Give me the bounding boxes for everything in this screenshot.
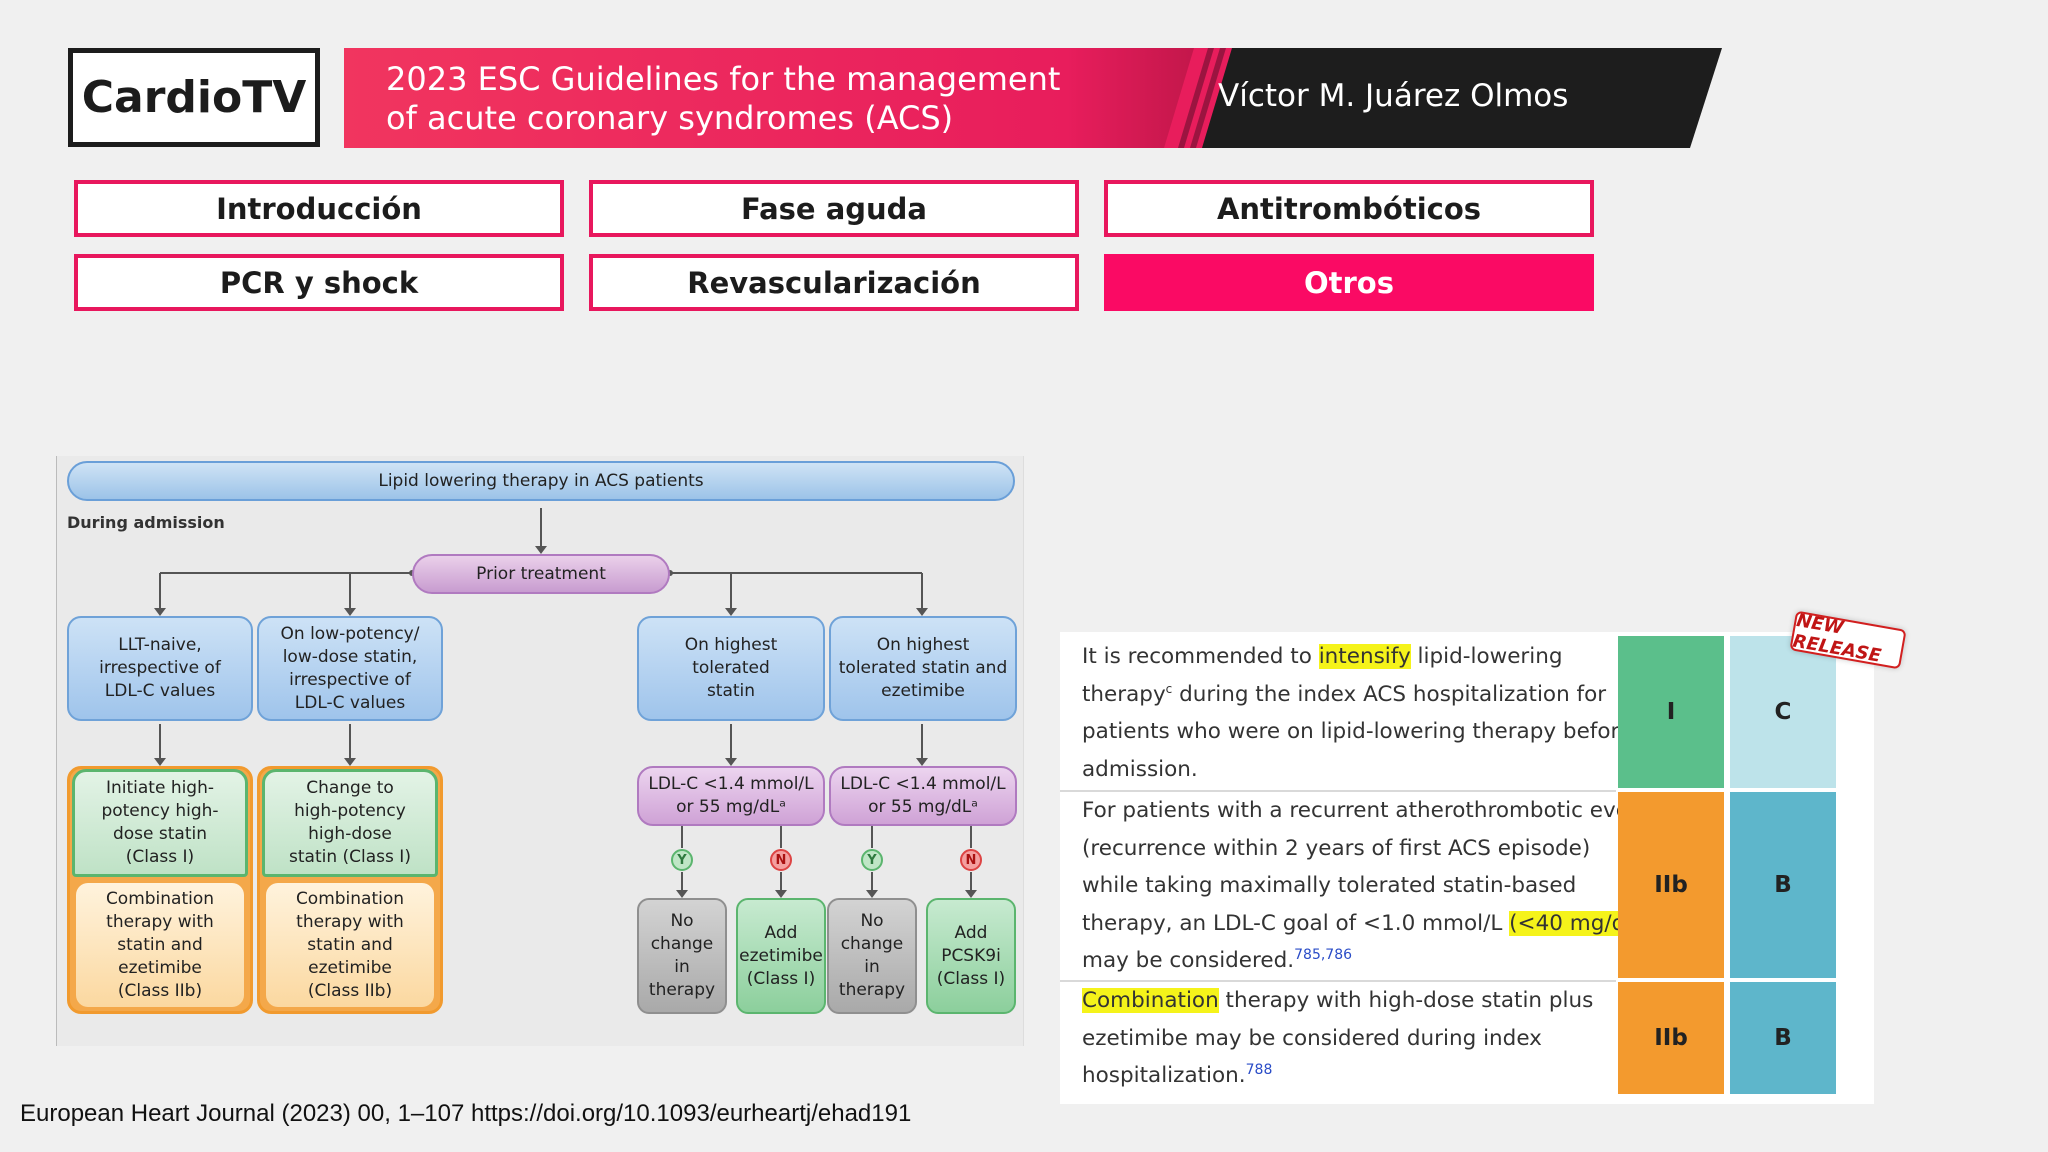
title-line-1: 2023 ESC Guidelines for the management	[386, 60, 1061, 98]
nav-button-antitromboticos[interactable]: Antitrombóticos	[1104, 180, 1594, 237]
no-marker-2: N	[960, 849, 982, 871]
nav-button-revascularizacion[interactable]: Revascularización	[589, 254, 1079, 311]
naive-action-group: Initiate high-potency high-dose statin (…	[67, 766, 253, 1014]
title-banner: 2023 ESC Guidelines for the management o…	[344, 48, 1722, 148]
level-cell-2: B	[1730, 792, 1836, 978]
combination-therapy-node-2: Combination therapy with statin and ezet…	[266, 883, 434, 1007]
rec3-text-end: therapy with high-dose statin plus ezeti…	[1082, 988, 1594, 1088]
citation-footer: European Heart Journal (2023) 00, 1–107 …	[20, 1100, 912, 1127]
rec2-text-end: may be considered.	[1082, 948, 1295, 973]
add-pcsk9i-node: Add PCSK9i (Class I)	[926, 898, 1016, 1014]
recommendation-row-1: It is recommended to intensify lipid-low…	[1060, 632, 1874, 788]
rec3-highlight: Combination	[1082, 988, 1219, 1013]
ldl-target-node-1: LDL-C <1.4 mmol/L or 55 mg/dLᵃ	[637, 766, 825, 826]
presentation-title: 2023 ESC Guidelines for the management o…	[386, 60, 1166, 138]
change-statin-node: Change to high-potency high-dose statin …	[262, 769, 438, 877]
class-cell-3: IIb	[1618, 982, 1724, 1094]
class-cell-1: I	[1618, 636, 1724, 788]
add-ezetimibe-node: Add ezetimibe (Class I)	[736, 898, 826, 1014]
no-change-node-2: No change in therapy	[827, 898, 917, 1014]
llt-naive-node: LLT-naive, irrespective of LDL-C values	[67, 616, 253, 721]
ldl-target-node-2: LDL-C <1.4 mmol/L or 55 mg/dLᵃ	[829, 766, 1017, 826]
during-admission-label: During admission	[67, 513, 225, 532]
title-banner-shape	[344, 48, 1722, 148]
lipid-therapy-flowchart: Lipid lowering therapy in ACS patients D…	[56, 456, 1024, 1046]
yes-marker-2: Y	[861, 849, 883, 871]
recommendation-text-2: For patients with a recurrent atherothro…	[1082, 792, 1652, 980]
rec1-highlight: intensify	[1318, 644, 1411, 669]
prior-treatment-node: Prior treatment	[412, 554, 670, 594]
combination-therapy-node-1: Combination therapy with statin and ezet…	[76, 883, 244, 1007]
rec2-reference[interactable]: 785,786	[1294, 946, 1353, 963]
rec1-text-mid: lipid-lowering therapy	[1082, 644, 1563, 707]
rec2-text-start: For patients with a recurrent atherothro…	[1082, 798, 1652, 936]
recommendation-text-1: It is recommended to intensify lipid-low…	[1082, 638, 1652, 788]
recommendation-row-3: Combination therapy with high-dose stati…	[1060, 982, 1874, 1094]
cardiotv-logo: CardioTV	[68, 48, 320, 147]
no-marker-1: N	[770, 849, 792, 871]
row-divider-1	[1060, 790, 1616, 792]
low-potency-action-group: Change to high-potency high-dose statin …	[257, 766, 443, 1014]
author-name: Víctor M. Juárez Olmos	[1218, 78, 1569, 114]
rec1-footnote-mark: c	[1165, 681, 1173, 696]
title-line-2: of acute coronary syndromes (ACS)	[386, 99, 954, 137]
nav-button-fase-aguda[interactable]: Fase aguda	[589, 180, 1079, 237]
rec1-text-end: during the index ACS hospitalization for…	[1082, 681, 1633, 782]
recommendations-table: It is recommended to intensify lipid-low…	[1060, 632, 1874, 1104]
yes-marker-1: Y	[671, 849, 693, 871]
level-cell-3: B	[1730, 982, 1836, 1094]
rec1-text-start: It is recommended to	[1082, 644, 1319, 669]
highest-statin-node: On highest tolerated statin	[637, 616, 825, 721]
nav-button-pcr-y-shock[interactable]: PCR y shock	[74, 254, 564, 311]
recommendation-row-2: For patients with a recurrent atherothro…	[1060, 792, 1874, 978]
low-potency-node: On low-potency/ low-dose statin, irrespe…	[257, 616, 443, 721]
level-cell-1: C	[1730, 636, 1836, 788]
class-cell-2: IIb	[1618, 792, 1724, 978]
flowchart-title: Lipid lowering therapy in ACS patients	[67, 461, 1015, 501]
no-change-node-1: No change in therapy	[637, 898, 727, 1014]
flowchart-connectors	[154, 508, 977, 898]
initiate-statin-node: Initiate high-potency high-dose statin (…	[72, 769, 248, 877]
highest-statin-ezetimibe-node: On highest tolerated statin and ezetimib…	[829, 616, 1017, 721]
nav-button-introduccion[interactable]: Introducción	[74, 180, 564, 237]
rec3-reference[interactable]: 788	[1245, 1061, 1273, 1078]
nav-button-otros[interactable]: Otros	[1104, 254, 1594, 311]
recommendation-text-3: Combination therapy with high-dose stati…	[1082, 982, 1652, 1095]
row-divider-2	[1060, 980, 1616, 982]
